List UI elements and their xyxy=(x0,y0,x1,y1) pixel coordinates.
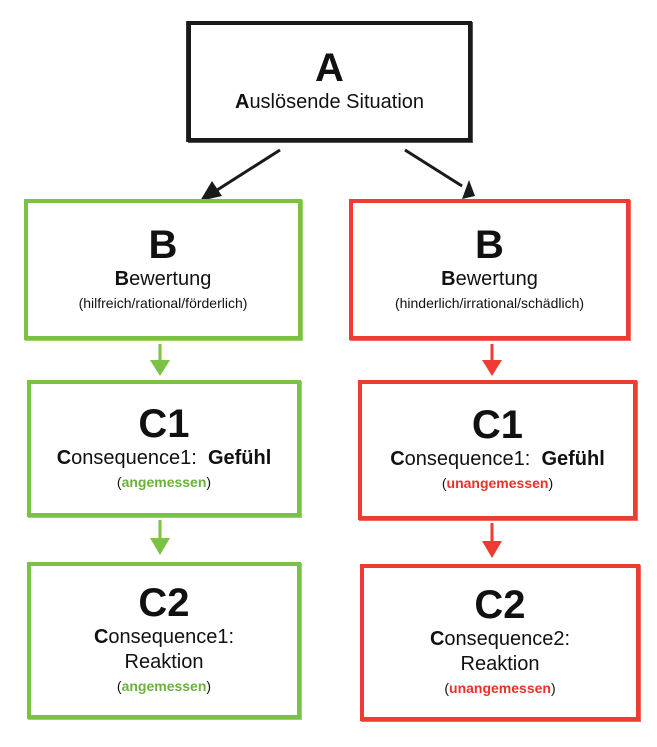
right-c1-emotion: Gefühl xyxy=(541,448,605,471)
right-c2-title: Consequence2: xyxy=(430,627,570,652)
left-c1-assessment-line: (angemessen) xyxy=(117,471,211,493)
box-a-letter: A xyxy=(315,46,344,90)
left-b-initial: B xyxy=(114,267,130,290)
left-b-rest: ewertung xyxy=(129,267,212,290)
right-c2-close-paren: ) xyxy=(550,680,556,697)
box-a-title: Auslösende Situation xyxy=(235,90,424,115)
right-b-initial: B xyxy=(441,267,456,290)
left-c1-letter: C1 xyxy=(138,401,190,446)
left-c1-rest: onsequence1: xyxy=(71,446,197,469)
arrowhead-left-b-to-c1 xyxy=(150,360,170,376)
right-c1-assessment: unangemessen xyxy=(446,475,549,492)
box-left-b-evaluation: B Bewertung (hilfreich/rational/förderli… xyxy=(24,199,302,340)
right-c1-letter: C1 xyxy=(471,403,524,448)
left-c2-close-paren: ) xyxy=(206,678,212,695)
left-c2-letter: C2 xyxy=(138,581,190,626)
left-c2-assessment: angemessen xyxy=(121,678,207,695)
box-right-c2-reaction: C2 Consequence2: Reaktion (unangemessen) xyxy=(360,564,640,721)
left-c2-title: Consequence1: xyxy=(94,625,234,650)
right-c2-letter: C2 xyxy=(474,583,526,628)
left-c1-emotion: Gefühl xyxy=(207,446,272,469)
right-b-title: Bewertung xyxy=(441,267,538,292)
right-c1-assessment-line: (unangemessen) xyxy=(442,472,553,494)
left-c2-rest: onsequence1: xyxy=(108,626,235,649)
left-c2-open-paren: ( xyxy=(116,678,122,695)
arrowhead-right-c1-to-c2 xyxy=(482,541,502,558)
left-b-note: (hilfreich/rational/förderlich) xyxy=(78,294,248,311)
arrow-a-to-left-b xyxy=(213,148,281,194)
right-c2-open-paren: ( xyxy=(444,680,450,697)
right-c1-close-paren: ) xyxy=(548,475,554,492)
left-c2-reaction: Reaktion xyxy=(124,651,204,674)
box-a-title-initial: A xyxy=(234,91,250,113)
left-c2-assessment-line: (angemessen) xyxy=(117,675,211,697)
right-c1-rest: onsequence1: xyxy=(404,448,531,471)
left-c1-initial: C xyxy=(56,446,72,469)
left-c1-open-paren: ( xyxy=(116,473,122,490)
left-b-letter: B xyxy=(148,222,178,267)
right-c2-rest: onsequence2: xyxy=(444,628,571,651)
box-left-c1-feeling: C1 Consequence1: Gefühl (angemessen) xyxy=(27,380,301,517)
box-a-triggering-situation: A Auslösende Situation xyxy=(187,21,472,142)
right-b-note: (hinderlich/irrational/schädlich) xyxy=(394,294,585,311)
right-c2-assessment-line: (unangemessen) xyxy=(444,677,555,699)
box-left-c2-reaction: C2 Consequence1: Reaktion (angemessen) xyxy=(27,562,301,719)
right-c1-title: Consequence1: Gefühl xyxy=(390,447,605,472)
right-c1-initial: C xyxy=(390,448,405,471)
box-right-b-evaluation: B Bewertung (hinderlich/irrational/schäd… xyxy=(349,199,630,340)
right-c2-reaction: Reaktion xyxy=(460,653,540,676)
arrow-a-to-right-b xyxy=(404,148,463,188)
box-right-c1-feeling: C1 Consequence1: Gefühl (unangemessen) xyxy=(358,380,637,520)
right-c2-assessment: unangemessen xyxy=(449,680,551,697)
right-b-letter: B xyxy=(475,222,504,267)
arrowhead-right-b-to-c1 xyxy=(482,360,502,376)
left-b-title: Bewertung xyxy=(115,267,212,292)
left-c1-title: Consequence1: Gefühl xyxy=(57,446,272,471)
box-a-title-rest: uslösende Situation xyxy=(249,91,425,113)
left-c2-initial: C xyxy=(93,626,109,649)
arrowhead-a-to-right-b xyxy=(462,180,475,199)
arrowhead-left-c1-to-c2 xyxy=(150,538,170,555)
left-c1-assessment: angemessen xyxy=(121,473,207,490)
right-c1-open-paren: ( xyxy=(441,475,447,492)
left-c1-close-paren: ) xyxy=(206,473,212,490)
right-c2-initial: C xyxy=(429,628,445,651)
right-b-rest: ewertung xyxy=(455,267,538,290)
arrowhead-a-to-left-b xyxy=(200,181,222,201)
